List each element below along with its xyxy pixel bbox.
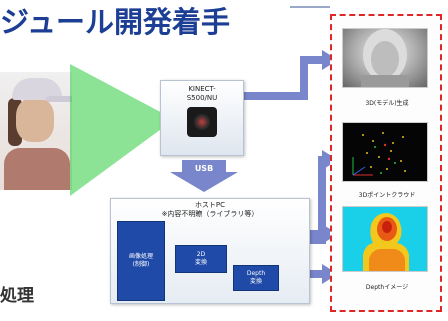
usb-connector: USB: [180, 162, 228, 182]
person-shirt: [4, 148, 70, 190]
camera-view-cone: [70, 64, 168, 196]
depth-image-thumbnail: [342, 206, 428, 272]
face-model-thumbnail: [342, 28, 428, 88]
camera-label: KINECT- S500/NU: [186, 85, 218, 102]
face-model-image: [361, 29, 409, 87]
process-label: 処理: [0, 286, 34, 306]
output-caption-1: 3D(モデル)生成: [365, 100, 409, 107]
person-face: [16, 98, 54, 142]
usb-down-arrow: [170, 160, 238, 192]
module-2d-conversion: 2D 変換: [175, 245, 227, 273]
module-depth-conversion: Depth 変換: [233, 265, 279, 291]
person-photo: [0, 72, 72, 190]
page-title: ジュール開発着手: [0, 5, 230, 39]
person-cap-brim: [46, 96, 72, 102]
point-cloud-thumbnail: [342, 122, 428, 182]
kinect-camera-box: KINECT- S500/NU: [160, 80, 244, 156]
point-cloud-image: [352, 132, 406, 176]
output-caption-3: Depthイメージ: [365, 284, 409, 291]
host-pc-box: ホストPC ※内容不明瞭（ライブラリ等） 画像処理 (制御) 2D 変換 Dep…: [110, 198, 310, 304]
title-divider: [290, 6, 330, 8]
depth-image: [363, 213, 409, 271]
camera-lens-icon: [187, 107, 217, 137]
person-cap: [12, 78, 62, 100]
arrow-to-face-model: [242, 50, 338, 100]
module-image-processing: 画像処理 (制御): [117, 221, 165, 301]
usb-label: USB: [194, 164, 214, 173]
output-caption-2: 3Dポイントクラウド: [358, 192, 416, 199]
pc-label: ホストPC ※内容不明瞭（ライブラリ等）: [161, 201, 259, 218]
